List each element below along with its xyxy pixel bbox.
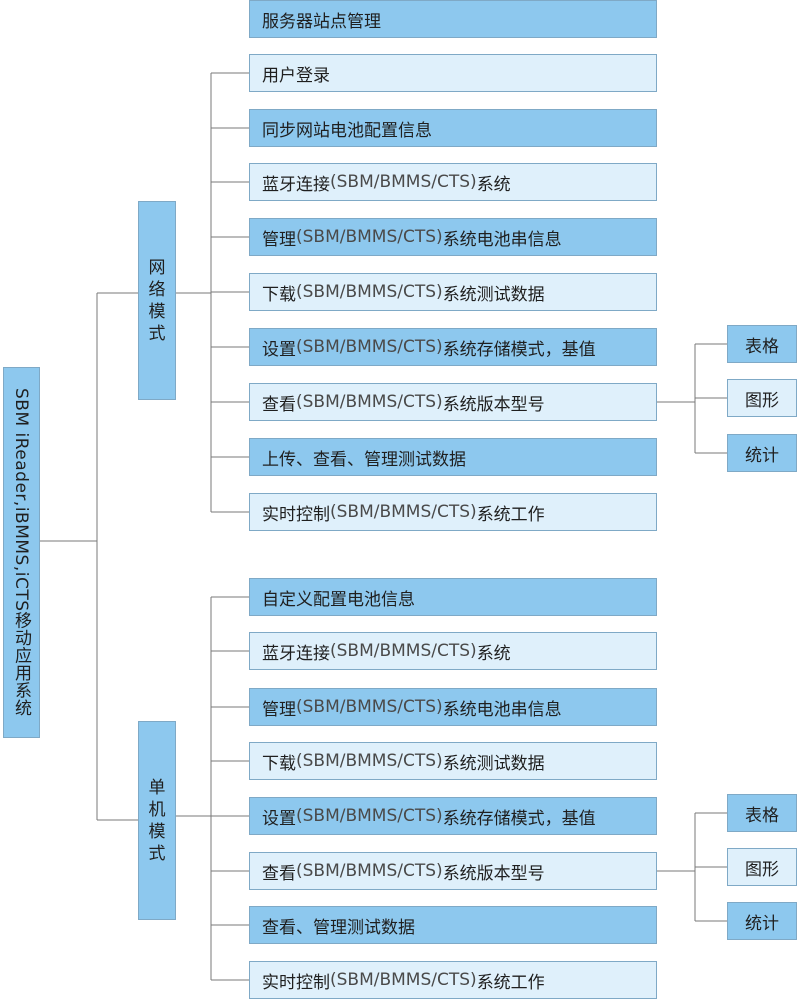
network-item: 下载(SBM/BMMS/CTS)系统测试数据 bbox=[249, 273, 657, 311]
network-item: 实时控制(SBM/BMMS/CTS)系统工作 bbox=[249, 493, 657, 531]
standalone-item: 蓝牙连接(SBM/BMMS/CTS)系统 bbox=[249, 632, 657, 670]
network-item: 用户登录 bbox=[249, 54, 657, 92]
network-sub-graph: 图形 bbox=[727, 379, 797, 417]
standalone-item: 查看(SBM/BMMS/CTS)系统版本型号 bbox=[249, 852, 657, 890]
standalone-sub-graph: 图形 bbox=[727, 848, 797, 886]
network-item: 蓝牙连接(SBM/BMMS/CTS)系统 bbox=[249, 163, 657, 201]
mode-network: 网络模式 bbox=[138, 201, 176, 400]
standalone-item: 管理(SBM/BMMS/CTS)系统电池串信息 bbox=[249, 688, 657, 726]
network-item: 查看(SBM/BMMS/CTS)系统版本型号 bbox=[249, 383, 657, 421]
mode-standalone-label: 单机模式 bbox=[148, 777, 166, 864]
standalone-item: 查看、管理测试数据 bbox=[249, 906, 657, 944]
network-item: 服务器站点管理 bbox=[249, 0, 657, 38]
standalone-item: 设置(SBM/BMMS/CTS)系统存储模式，基值 bbox=[249, 797, 657, 835]
network-sub-table: 表格 bbox=[727, 325, 797, 363]
standalone-sub-table: 表格 bbox=[727, 794, 797, 832]
standalone-sub-stats: 统计 bbox=[727, 902, 797, 940]
network-item: 管理(SBM/BMMS/CTS)系统电池串信息 bbox=[249, 218, 657, 256]
root-node: SBM iReader,iBMMS,iCTS移动应用系统 bbox=[3, 367, 40, 738]
mode-standalone: 单机模式 bbox=[138, 721, 176, 920]
network-item: 同步网站电池配置信息 bbox=[249, 109, 657, 147]
network-item: 设置(SBM/BMMS/CTS)系统存储模式，基值 bbox=[249, 328, 657, 366]
network-item: 上传、查看、管理测试数据 bbox=[249, 438, 657, 476]
network-sub-stats: 统计 bbox=[727, 434, 797, 472]
standalone-item: 自定义配置电池信息 bbox=[249, 578, 657, 616]
standalone-item: 下载(SBM/BMMS/CTS)系统测试数据 bbox=[249, 742, 657, 780]
root-label: SBM iReader,iBMMS,iCTS移动应用系统 bbox=[11, 388, 31, 717]
standalone-item: 实时控制(SBM/BMMS/CTS)系统工作 bbox=[249, 961, 657, 999]
mode-network-label: 网络模式 bbox=[148, 257, 166, 344]
